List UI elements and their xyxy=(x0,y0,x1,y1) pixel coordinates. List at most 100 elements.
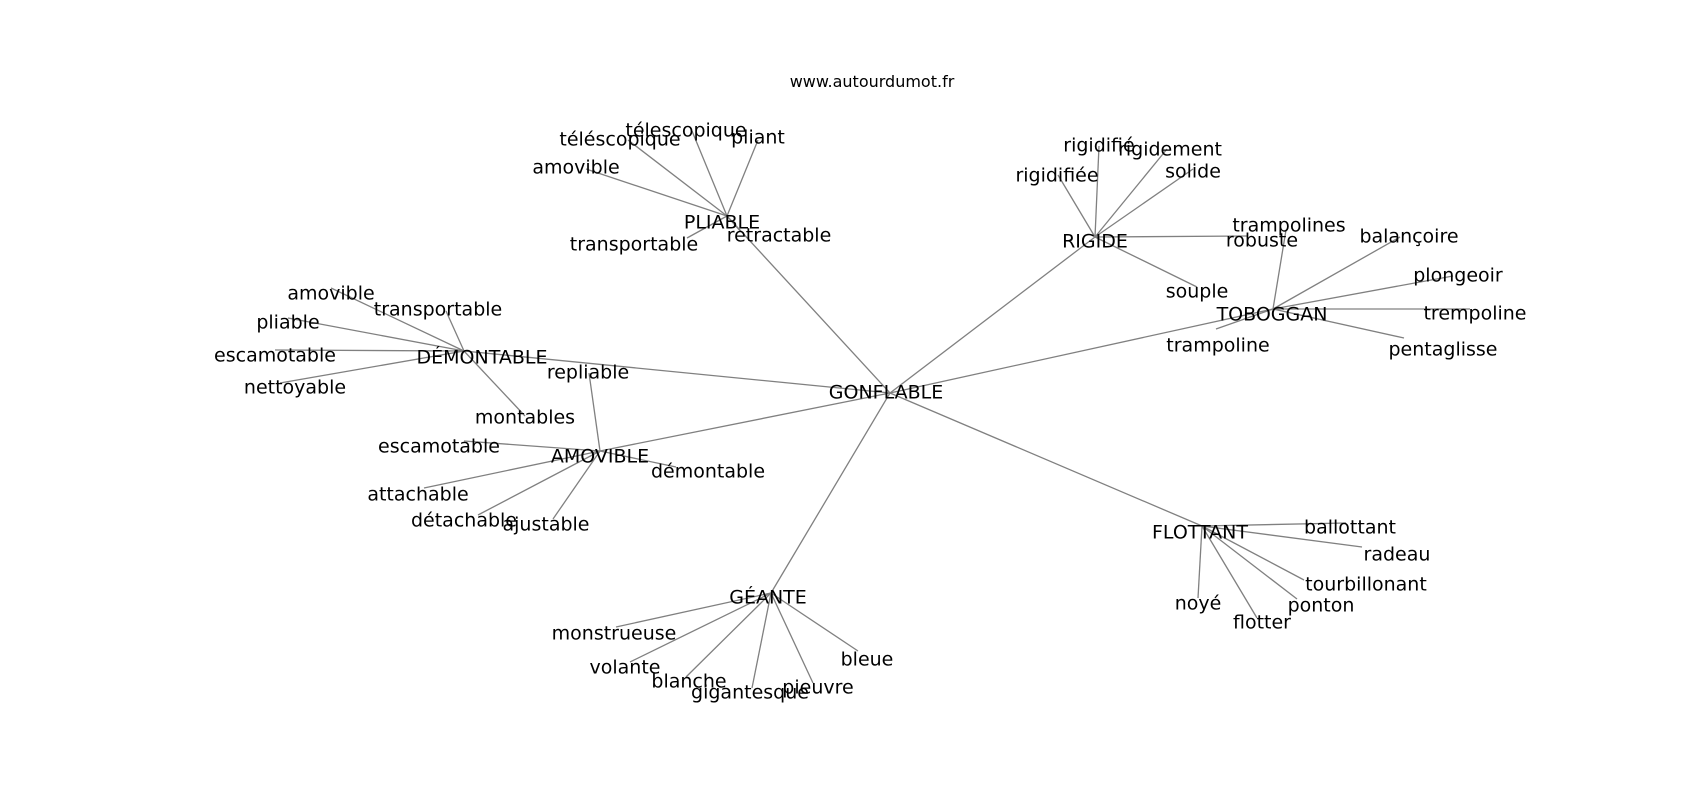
edge-flottant-noye xyxy=(1197,525,1203,599)
edge-geante-volante xyxy=(629,592,772,663)
edge-rigide-souple xyxy=(1094,236,1198,288)
edge-rigide-robuste xyxy=(1094,235,1249,238)
edge-geante-gigantesque xyxy=(751,592,772,689)
edge-pliable-amovible xyxy=(585,168,728,217)
leaf-node-flottant-ballottant: ballottant xyxy=(1304,517,1396,539)
edge-pliable-transportable xyxy=(686,215,728,239)
leaf-node-flottant-radeau: radeau xyxy=(1364,544,1431,566)
leaf-node-amovible-escamotable: escamotable xyxy=(378,436,500,458)
edge-flottant-flotter xyxy=(1201,525,1258,619)
edge-demontable-montables xyxy=(463,350,526,417)
edge-rigide-solide xyxy=(1094,168,1194,238)
hub-node-pliable: PLIABLE xyxy=(684,212,760,234)
edge-center-demontable xyxy=(463,350,891,394)
hub-node-demontable: DÉMONTABLE xyxy=(417,346,548,369)
edge-amovible-detachable xyxy=(477,450,601,516)
leaf-node-pliable-pliant: pliant xyxy=(731,127,785,149)
edge-demontable-amovible xyxy=(330,287,465,352)
edge-amovible-escamotable xyxy=(463,440,601,452)
edge-flottant-radeau xyxy=(1201,525,1363,548)
leaf-node-flottant-tourbillonant: tourbillonant xyxy=(1305,574,1427,596)
leaf-node-demontable-transportable: transportable xyxy=(374,299,502,321)
edge-demontable-transportable xyxy=(445,310,465,352)
leaf-node-rigide-rigidement: rigidement xyxy=(1118,139,1222,161)
leaf-node-geante-blanche: blanche xyxy=(651,671,726,693)
edge-center-geante xyxy=(770,392,891,594)
leaf-node-demontable-escamotable: escamotable xyxy=(214,345,336,367)
edge-geante-bleue xyxy=(770,592,859,652)
edge-demontable-pliable xyxy=(287,317,465,352)
edge-center-flottant xyxy=(889,392,1203,527)
leaf-node-pliable-retractable: retractable xyxy=(727,225,832,247)
edge-demontable-escamotable xyxy=(274,349,465,352)
edge-flottant-tourbillonant xyxy=(1201,525,1305,581)
leaf-node-amovible-detachable: détachable xyxy=(411,510,517,532)
edge-demontable-nettoyable xyxy=(279,350,465,384)
edge-toboggan-trampoline xyxy=(1215,308,1274,330)
leaf-node-flottant-noye: noyé xyxy=(1175,593,1222,615)
leaf-node-toboggan-balancoire: balançoire xyxy=(1359,226,1458,248)
hub-node-flottant: FLOTTANT xyxy=(1152,522,1248,544)
leaf-node-pliable-telescopique: télescopique xyxy=(625,120,746,142)
edge-amovible-ajustable xyxy=(552,450,601,520)
leaf-node-pliable-telescopique: téléscopique xyxy=(559,129,680,151)
edge-toboggan-balancoire xyxy=(1272,236,1401,310)
edge-amovible-repliable xyxy=(588,372,601,452)
leaf-node-toboggan-trampoline: trampoline xyxy=(1166,335,1269,357)
labels: GONFLABLE PLIABLE télescopiquetéléscopique… xyxy=(214,120,1526,704)
edge-center-amovible xyxy=(599,392,891,452)
edge-pliable-telescopique xyxy=(691,130,728,217)
leaf-node-toboggan-plongeoir: plongeoir xyxy=(1413,265,1503,287)
hub-node-rigide: RIGIDE xyxy=(1062,231,1128,253)
leaf-node-demontable-nettoyable: nettoyable xyxy=(244,377,346,399)
edge-flottant-ponton xyxy=(1201,525,1298,600)
leaf-node-geante-gigantesque: gigantesque xyxy=(691,682,809,704)
leaf-node-amovible-repliable: repliable xyxy=(547,362,629,384)
leaf-node-toboggan-trampolines: trampolines xyxy=(1232,215,1345,237)
edges xyxy=(274,130,1470,689)
leaf-node-geante-monstrueuse: monstrueuse xyxy=(552,623,677,645)
edge-toboggan-pentaglisse xyxy=(1272,308,1405,339)
edge-rigide-rigidifiee xyxy=(1057,174,1096,238)
edge-geante-monstrueuse xyxy=(615,592,772,628)
source-label: www.autourdumot.fr xyxy=(790,72,955,91)
leaf-node-amovible-ajustable: ajustable xyxy=(503,514,590,536)
leaf-node-rigide-solide: solide xyxy=(1165,161,1221,183)
edge-rigide-rigidifie xyxy=(1094,145,1100,238)
edge-geante-pieuvre xyxy=(770,592,814,684)
leaf-node-toboggan-pentaglisse: pentaglisse xyxy=(1389,339,1498,361)
leaf-node-demontable-amovible: amovible xyxy=(287,283,374,305)
edge-center-toboggan xyxy=(889,308,1274,394)
edge-toboggan-plongeoir xyxy=(1272,275,1454,310)
leaf-node-flottant-ponton: ponton xyxy=(1288,595,1355,617)
leaf-node-geante-volante: volante xyxy=(590,657,661,679)
leaf-node-amovible-demontable: démontable xyxy=(651,461,765,483)
edge-pliable-pliant xyxy=(726,139,759,217)
leaf-node-flottant-flotter: flotter xyxy=(1233,612,1291,634)
leaf-node-rigide-rigidifie: rigidifié xyxy=(1063,135,1134,157)
leaf-node-amovible-attachable: attachable xyxy=(367,484,468,506)
hub-node-amovible: AMOVIBLE xyxy=(551,446,649,468)
edge-center-rigide xyxy=(889,236,1096,394)
edge-toboggan-trampolines xyxy=(1272,229,1287,310)
edge-rigide-rigidement xyxy=(1094,148,1168,238)
leaf-node-rigide-rigidifiee: rigidifiée xyxy=(1015,165,1098,187)
center-node: GONFLABLE xyxy=(829,382,943,404)
edge-flottant-ballottant xyxy=(1201,522,1347,527)
hub-node-toboggan: TOBOGGAN xyxy=(1216,304,1328,326)
leaf-node-geante-pieuvre: pieuvre xyxy=(782,677,853,699)
hub-node-geante: GÉANTE xyxy=(729,586,807,609)
edge-pliable-telescopique xyxy=(627,139,728,217)
edge-geante-blanche xyxy=(685,592,772,678)
leaf-node-rigide-souple: souple xyxy=(1166,281,1229,303)
edge-pliable-retractable xyxy=(726,215,742,233)
leaf-node-toboggan-trempoline: trempoline xyxy=(1423,303,1526,325)
leaf-node-demontable-pliable: pliable xyxy=(256,312,319,334)
edge-center-pliable xyxy=(726,215,891,394)
leaf-node-rigide-robuste: robuste xyxy=(1226,230,1298,252)
leaf-node-pliable-transportable: transportable xyxy=(570,234,698,256)
leaf-node-geante-bleue: bleue xyxy=(841,649,894,671)
edge-amovible-demontable xyxy=(599,450,677,468)
edge-amovible-attachable xyxy=(423,450,601,489)
